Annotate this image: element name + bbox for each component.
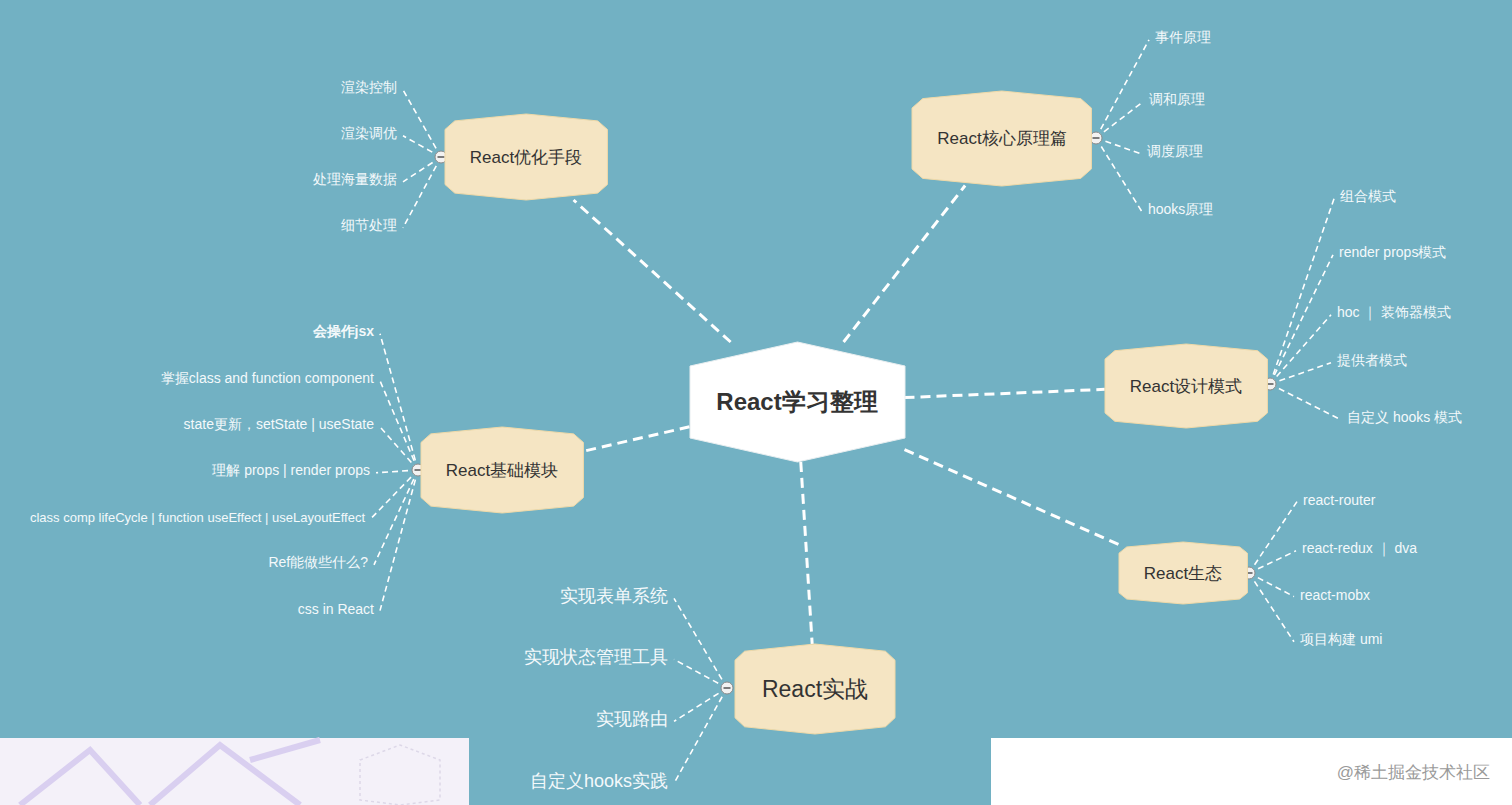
leaf-topic: 事件原理 <box>1155 29 1211 47</box>
leaf-topic: 细节处理 <box>341 217 397 235</box>
leader-line <box>1096 138 1142 212</box>
branch-topic: React实战 <box>735 644 895 734</box>
leaf-topic: 调度原理 <box>1147 143 1203 161</box>
watermark: @稀土掘金技术社区 <box>1337 761 1490 784</box>
topic-text: React实战 <box>762 674 868 705</box>
collapse-circle <box>721 682 733 694</box>
collapse-marker <box>721 682 733 694</box>
leader-line <box>1270 315 1331 384</box>
topic-outline <box>912 91 1091 186</box>
topic-text: React设计模式 <box>1130 375 1242 398</box>
topic-text: React学习整理 <box>716 386 877 418</box>
topic-outline <box>690 342 905 462</box>
leaf-topic: 处理海量数据 <box>313 171 397 189</box>
leaf-topic: 项目构建 umi <box>1300 631 1382 649</box>
leader-line <box>1249 551 1296 573</box>
leaf-topic: 自定义hooks实践 <box>530 769 668 793</box>
branch-topic: React设计模式 <box>1105 344 1267 428</box>
branch-connector <box>905 389 1105 397</box>
leader-line <box>380 427 418 470</box>
collapse-minus <box>438 156 445 158</box>
leader-line <box>1270 384 1341 420</box>
collapse-minus <box>1093 137 1100 139</box>
leaf-topic: 实现表单系统 <box>560 584 668 608</box>
topic-outline <box>1105 344 1267 428</box>
topic-text: React基础模块 <box>446 459 558 482</box>
leaf-topic: react-redux ｜ dva <box>1302 540 1417 558</box>
branch-connector <box>801 462 812 644</box>
leader-line <box>1270 363 1331 384</box>
leaf-topic: 理解 props | render props <box>212 462 370 480</box>
branch-topic: React核心原理篇 <box>912 91 1091 186</box>
leader-line <box>403 157 441 182</box>
leader-line <box>380 470 418 611</box>
leaf-topic: css in React <box>298 601 374 617</box>
leaf-topic: 实现状态管理工具 <box>524 645 668 669</box>
leader-line <box>674 688 727 721</box>
leader-line <box>1249 573 1294 642</box>
branch-connector <box>583 427 689 452</box>
leaf-topic: 组合模式 <box>1340 188 1396 206</box>
leaf-topic: 掌握class and function component <box>161 370 374 388</box>
leader-line <box>403 136 441 157</box>
leader-line <box>403 90 441 157</box>
topic-text: React优化手段 <box>470 146 582 169</box>
leaf-topic: 渲染调优 <box>341 125 397 143</box>
illustration <box>20 740 320 805</box>
leaf-topic: render props模式 <box>1339 244 1446 262</box>
branch-connector <box>905 450 1119 545</box>
leader-line <box>674 659 727 688</box>
root-topic: React学习整理 <box>690 342 905 462</box>
leader-line <box>403 157 441 228</box>
leader-line <box>1096 40 1149 138</box>
branch-topic: React生态 <box>1119 542 1247 604</box>
leaf-topic: 渲染控制 <box>341 79 397 97</box>
branch-topic: React优化手段 <box>445 114 607 200</box>
branch-connector <box>844 186 966 343</box>
branch-topic: React基础模块 <box>421 427 583 513</box>
leaf-topic: hooks原理 <box>1148 201 1213 219</box>
topic-text: React核心原理篇 <box>937 127 1066 150</box>
topic-outline <box>1119 542 1247 604</box>
leader-line <box>1249 573 1294 597</box>
collapse-minus <box>724 687 731 689</box>
leaf-topic: 自定义 hooks 模式 <box>1347 409 1462 427</box>
leader-line <box>1096 102 1143 138</box>
branch-connector <box>574 200 731 342</box>
bottom-panel <box>0 738 469 805</box>
leader-line <box>1270 199 1334 384</box>
topic-outline <box>735 644 895 734</box>
leaf-topic: 调和原理 <box>1149 91 1205 109</box>
leaf-topic: 实现路由 <box>596 707 668 731</box>
topic-outline <box>445 114 607 200</box>
topic-text: React生态 <box>1144 562 1222 585</box>
leaf-topic: class comp lifeCycle | function useEffec… <box>30 510 365 525</box>
leader-line <box>380 381 418 470</box>
bottom-panel <box>991 738 1512 805</box>
leaf-topic: 会操作jsx <box>313 323 374 341</box>
leaf-topic: react-router <box>1303 492 1375 508</box>
leader-line <box>1096 138 1141 154</box>
illustration-outline <box>360 745 440 805</box>
topic-outline <box>421 427 583 513</box>
leaf-topic: react-mobx <box>1300 587 1370 603</box>
leader-line <box>1270 255 1333 384</box>
leader-line <box>380 334 418 470</box>
leaf-topic: hoc ｜ 装饰器模式 <box>1337 304 1451 322</box>
leader-line <box>674 598 727 688</box>
leader-line <box>674 688 727 783</box>
leaf-topic: Ref能做些什么? <box>268 554 368 572</box>
leaf-topic: state更新，setState | useState <box>184 416 374 434</box>
leaf-topic: 提供者模式 <box>1337 352 1407 370</box>
leader-line <box>1249 502 1297 573</box>
